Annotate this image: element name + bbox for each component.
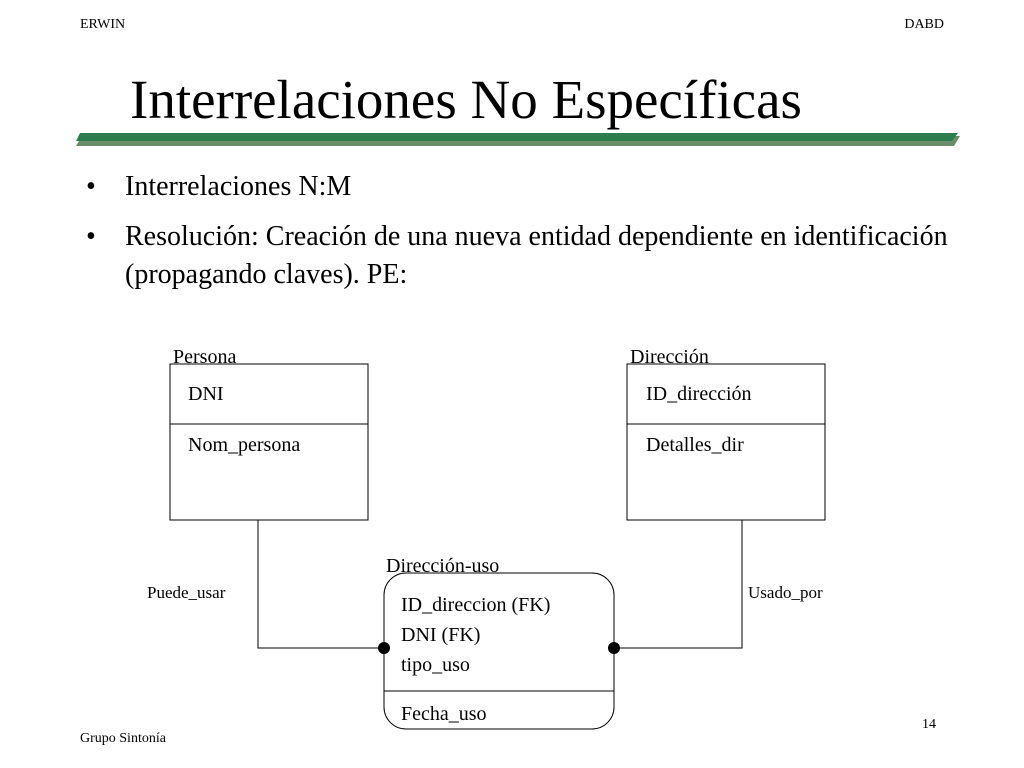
entity-direccion-name: Dirección: [630, 346, 709, 368]
bullet-text: Resolución: Creación de una nueva entida…: [125, 221, 948, 290]
page-number: 14: [922, 717, 936, 732]
entity-direccion-uso: Dirección-uso ID_direccion (FK) DNI (FK)…: [383, 555, 615, 730]
relationship-usado-por: Usado_por: [608, 520, 823, 654]
entity-direccion-uso-key-2: DNI (FK): [401, 624, 480, 646]
bullet-list: • Interrelaciones N:M • Resolución: Crea…: [86, 168, 966, 306]
bullet-dot: •: [86, 221, 96, 252]
entity-direccion-uso-attr: Fecha_uso: [401, 703, 487, 725]
relationship-usado-por-label: Usado_por: [748, 583, 823, 602]
slide-title: Interrelaciones No Específicas: [130, 69, 802, 130]
entity-direccion: Dirección ID_dirección Detalles_dir: [626, 346, 826, 521]
bullet-item: • Resolución: Creación de una nueva enti…: [86, 218, 966, 294]
bullet-item: • Interrelaciones N:M: [86, 168, 966, 206]
relationship-puede-usar-label: Puede_usar: [147, 583, 226, 602]
entity-persona-name: Persona: [173, 346, 236, 368]
entity-direccion-uso-name: Dirección-uso: [386, 555, 499, 577]
bullet-text: Interrelaciones N:M: [125, 171, 352, 202]
title-underline: [76, 133, 960, 146]
bullet-dot: •: [86, 171, 96, 202]
entity-direccion-key: ID_dirección: [646, 383, 752, 405]
entity-direccion-uso-key-1: ID_direccion (FK): [401, 594, 550, 616]
entity-persona: Persona DNI Nom_persona: [169, 346, 369, 521]
relationship-puede-usar: Puede_usar: [147, 520, 390, 654]
footer-left: Grupo Sintonía: [80, 731, 166, 746]
entity-direccion-attr: Detalles_dir: [646, 434, 744, 456]
entity-persona-key: DNI: [188, 383, 224, 405]
entity-direccion-uso-key-3: tipo_uso: [401, 654, 470, 676]
entity-persona-attr: Nom_persona: [188, 434, 300, 456]
header-left: ERWIN: [80, 17, 126, 32]
header-right: DABD: [904, 17, 944, 32]
